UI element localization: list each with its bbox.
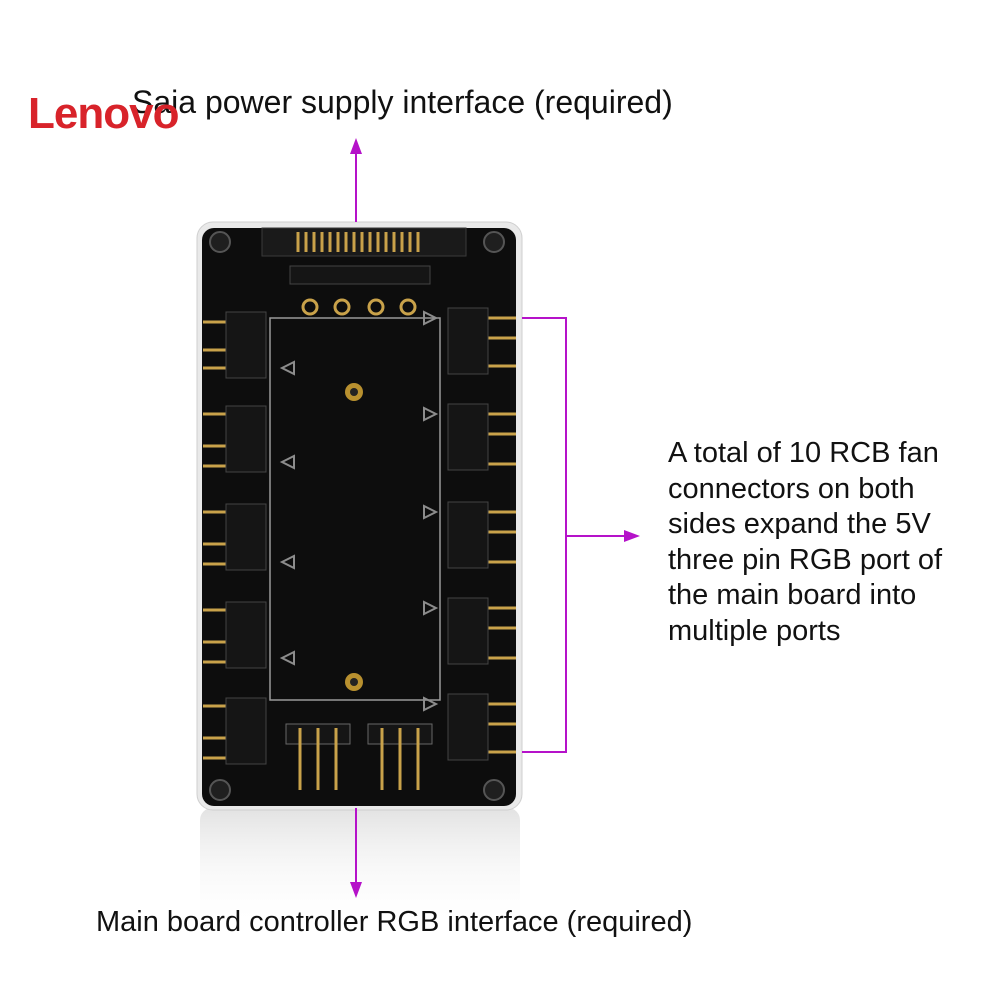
fan-connectors-note: A total of 10 RCB fan connectors on both… bbox=[668, 436, 988, 649]
note-line: three pin RGB port of bbox=[668, 543, 943, 576]
sata-connector bbox=[261, 227, 467, 257]
corner-screws bbox=[209, 231, 505, 801]
bottom-rgb-connectors bbox=[285, 723, 433, 790]
sata-interface-label: Saia power supply interface (required) bbox=[132, 84, 673, 120]
note-line: the main board into bbox=[668, 579, 917, 611]
annotation-arrows bbox=[350, 138, 640, 898]
standoffs bbox=[345, 383, 363, 691]
pcb-board bbox=[202, 228, 516, 806]
silkscreen-outline bbox=[269, 317, 441, 701]
sata-pins bbox=[296, 232, 420, 252]
note-line: connectors on both bbox=[668, 472, 915, 505]
board-reflection bbox=[200, 808, 520, 928]
lenovo-logo: Lenovo bbox=[28, 89, 179, 138]
note-line: multiple ports bbox=[668, 614, 841, 647]
rgb-interface-label: Main board controller RGB interface (req… bbox=[96, 906, 693, 938]
left-fan-connectors bbox=[203, 311, 295, 765]
note-line: sides expand the 5V bbox=[668, 508, 931, 540]
right-fan-connectors bbox=[423, 307, 516, 761]
solder-pads bbox=[301, 298, 417, 316]
note-line: A total of 10 RCB fan bbox=[668, 437, 939, 469]
